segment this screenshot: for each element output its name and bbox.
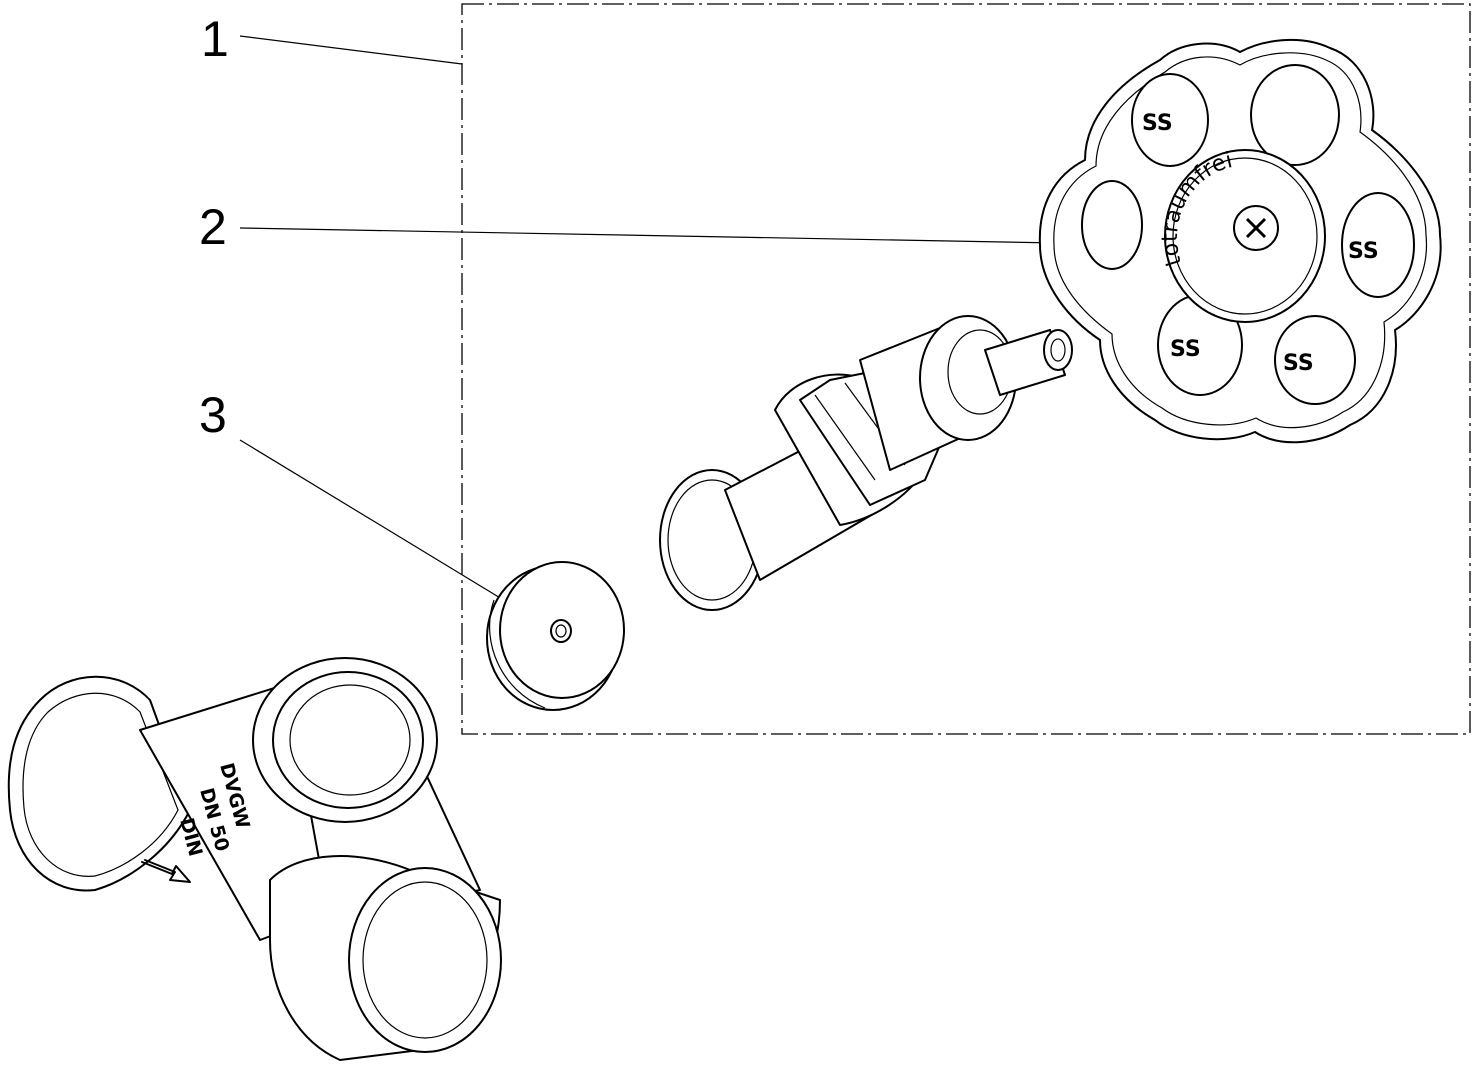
assembly-group-boundary xyxy=(461,3,1471,735)
callout-label-2: 2 xyxy=(199,199,227,255)
leader-line-2 xyxy=(239,227,1059,244)
spindle-assembly-icon xyxy=(659,315,1073,611)
valve-body-icon: DIN DN 50 DVGW xyxy=(7,657,502,1061)
handwheel-icon: totraumfrei SS SS SS SS xyxy=(1038,38,1442,444)
handwheel-logo-4: SS xyxy=(1283,351,1314,376)
leader-line-3 xyxy=(239,439,521,611)
washer-icon xyxy=(486,561,625,711)
callout-label-1: 1 xyxy=(201,11,229,67)
handwheel-logo-1: SS xyxy=(1142,111,1173,136)
leader-line-1 xyxy=(239,35,463,65)
flow-arrow-icon xyxy=(141,859,191,883)
handwheel-logo-2: SS xyxy=(1348,239,1379,264)
handwheel-logo-3: SS xyxy=(1170,337,1201,362)
callout-label-3: 3 xyxy=(199,387,227,443)
